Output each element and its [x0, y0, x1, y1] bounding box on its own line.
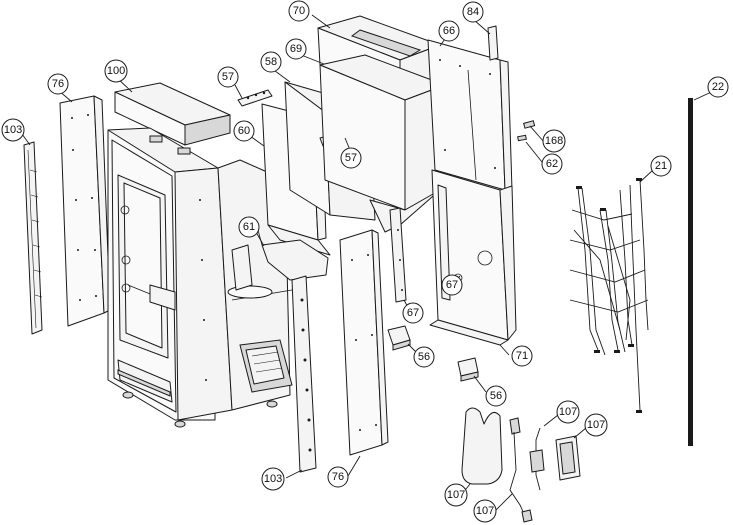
part-57-bracket-top	[237, 89, 273, 107]
callout-56-a: 56	[413, 346, 435, 368]
callout-103-left: 103	[1, 118, 25, 142]
callout-22: 22	[707, 76, 729, 98]
callout-62: 62	[541, 153, 563, 175]
callout-103-front: 103	[261, 467, 285, 491]
part-56-bracket-a	[387, 325, 411, 351]
main-cabinet-body	[107, 127, 293, 428]
callout-168: 168	[542, 129, 566, 153]
part-62-clip	[517, 134, 527, 142]
callout-76-left: 76	[47, 73, 69, 95]
svg-text:107: 107	[476, 505, 494, 517]
svg-text:69: 69	[290, 43, 302, 55]
svg-text:57: 57	[222, 71, 234, 83]
svg-text:60: 60	[238, 125, 250, 137]
part-84-bracket	[487, 25, 499, 61]
part-56-bracket-b	[457, 357, 479, 382]
callout-60: 60	[233, 120, 255, 142]
part-107-cable	[509, 417, 533, 523]
callout-66: 66	[438, 20, 460, 42]
svg-text:67: 67	[407, 307, 419, 319]
svg-text:56: 56	[490, 390, 502, 402]
callout-70: 70	[288, 0, 310, 22]
callout-107-connector: 107	[556, 400, 580, 424]
svg-text:168: 168	[545, 135, 563, 147]
callout-69: 69	[285, 38, 307, 60]
part-67-rail	[389, 207, 407, 303]
svg-text:67: 67	[446, 279, 458, 291]
callout-21: 21	[650, 155, 672, 177]
svg-text:58: 58	[265, 56, 277, 68]
part-76-left-panel	[59, 95, 111, 327]
callout-57-right: 57	[340, 147, 362, 169]
svg-text:76: 76	[52, 78, 64, 90]
svg-text:22: 22	[712, 81, 724, 93]
callout-107-block: 107	[584, 413, 608, 437]
part-61-bracket	[257, 229, 329, 281]
callout-84: 84	[462, 1, 484, 23]
callout-56-b: 56	[485, 385, 507, 407]
svg-text:84: 84	[467, 6, 479, 18]
svg-text:103: 103	[264, 473, 282, 485]
svg-text:62: 62	[546, 158, 558, 170]
part-71-rear-panel	[429, 169, 517, 346]
svg-text:76: 76	[332, 471, 344, 483]
part-103-left-strip	[23, 141, 43, 335]
part-107-connector	[529, 427, 545, 491]
callout-58: 58	[260, 51, 282, 73]
part-100-top-cover	[114, 82, 231, 146]
svg-text:107: 107	[559, 406, 577, 418]
part-22-rod	[688, 98, 693, 446]
svg-text:56: 56	[418, 351, 430, 363]
callout-67-panel: 67	[441, 274, 463, 296]
part-21-wiring-harness	[569, 178, 649, 413]
callout-71: 71	[511, 345, 533, 367]
svg-text:70: 70	[293, 5, 305, 17]
svg-text:66: 66	[443, 25, 455, 37]
svg-text:107: 107	[587, 419, 605, 431]
part-168-clip	[523, 120, 536, 129]
callout-61: 61	[238, 216, 260, 238]
svg-text:103: 103	[4, 124, 22, 136]
callout-107-cover: 107	[444, 483, 468, 507]
callout-67-rail: 67	[402, 302, 424, 324]
svg-text:21: 21	[655, 160, 667, 172]
callout-57-top: 57	[217, 66, 239, 88]
svg-text:107: 107	[447, 489, 465, 501]
part-107-block	[555, 435, 581, 481]
svg-text:71: 71	[516, 350, 528, 362]
callout-76-right: 76	[327, 466, 349, 488]
callout-100: 100	[104, 59, 128, 83]
part-66-back-panel	[427, 39, 513, 191]
part-103-front-strip	[291, 275, 317, 473]
part-107-cover	[461, 407, 503, 485]
callout-107-cable: 107	[473, 499, 497, 523]
part-76-right-panel	[339, 229, 389, 456]
svg-text:57: 57	[345, 152, 357, 164]
svg-text:61: 61	[243, 221, 255, 233]
svg-text:100: 100	[107, 65, 125, 77]
